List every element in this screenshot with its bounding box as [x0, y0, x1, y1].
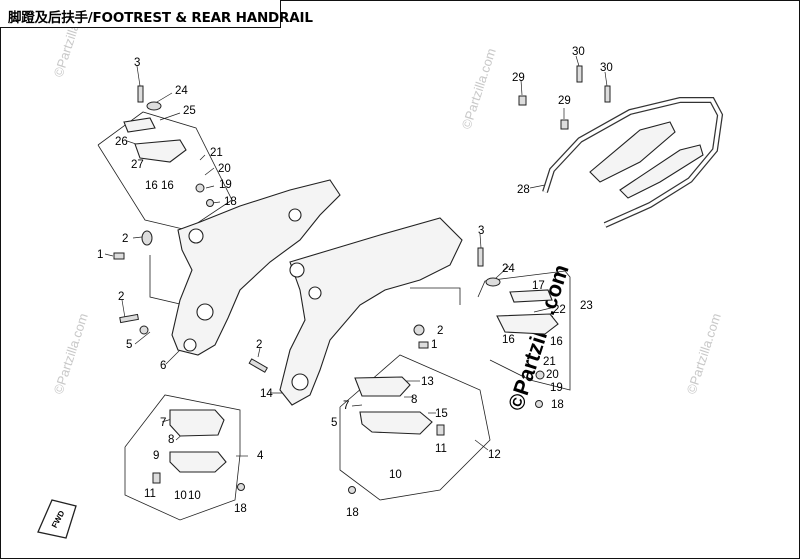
callout-21b: 21 [543, 356, 556, 368]
callout-2a: 2 [122, 233, 128, 245]
upper-left-footpeg [123, 117, 156, 133]
group-box-lower-left [124, 394, 241, 521]
callout-10a: 10 [174, 490, 187, 502]
callout-25: 25 [183, 105, 196, 117]
callout-19b: 19 [550, 382, 563, 394]
upper-left-footpeg-holder [134, 139, 187, 163]
callout-9: 9 [153, 450, 159, 462]
callout-11a: 11 [144, 488, 156, 500]
callout-2d: 2 [437, 325, 443, 337]
callout-5b: 5 [331, 417, 337, 429]
lower-left-footpeg-holder [169, 451, 227, 473]
watermark-2: ©Partzilla.com [459, 46, 499, 131]
group-boxes [97, 111, 571, 521]
watermarks: ©Partzilla.com ©Partzilla.com ©Partzilla… [51, 0, 724, 414]
callout-10b: 10 [188, 490, 201, 502]
callout-18a: 18 [224, 196, 237, 208]
callout-8a: 8 [168, 434, 174, 446]
callout-6: 6 [160, 360, 166, 372]
callout-2b: 2 [118, 291, 124, 303]
group-box-center-bracket [410, 287, 461, 305]
callout-30a: 30 [572, 46, 585, 58]
group-box-upper-left [97, 111, 233, 231]
callout-21a: 21 [210, 147, 223, 159]
callout-20a: 20 [218, 163, 231, 175]
callout-11b: 11 [435, 443, 447, 455]
fwd-arrow: FWD [37, 499, 77, 539]
right-footpeg-holder [496, 313, 559, 335]
callout-28: 28 [517, 184, 530, 196]
callout-26: 26 [115, 136, 128, 148]
watermark-4: ©Partzilla.com [684, 311, 724, 396]
callout-18d: 18 [551, 399, 564, 411]
callout-7a: 7 [160, 417, 166, 429]
callout-24b: 24 [502, 263, 515, 275]
group-box-lower-middle [339, 354, 491, 501]
callout-18c: 18 [346, 507, 359, 519]
callout-30b: 30 [600, 62, 613, 74]
callout-2c: 2 [256, 339, 262, 351]
callout-16d: 16 [550, 336, 563, 348]
parts [123, 97, 724, 473]
fasteners [113, 65, 611, 494]
callout-5a: 5 [126, 339, 132, 351]
callout-27: 27 [131, 159, 144, 171]
callout-1b: 1 [431, 339, 437, 351]
callout-29a: 29 [512, 72, 525, 84]
right-footpeg [509, 289, 553, 303]
handrail-bracket-2 [619, 144, 704, 199]
callout-1a: 1 [97, 249, 103, 261]
center-footpeg-holder [359, 411, 433, 435]
title-box: 脚蹬及后扶手/FOOTREST & REAR HANDRAIL [0, 0, 313, 28]
callout-24a: 24 [175, 85, 188, 97]
callout-3a: 3 [134, 57, 140, 69]
callout-3b: 3 [478, 225, 484, 237]
callout-14: 14 [260, 388, 273, 400]
callout-13: 13 [421, 376, 434, 388]
leader-lines [104, 55, 608, 457]
callout-29b: 29 [558, 95, 571, 107]
watermark-3: ©Partzilla.com [51, 311, 91, 396]
callout-8b: 8 [411, 394, 417, 406]
callout-12: 12 [488, 449, 501, 461]
callout-18b: 18 [234, 503, 247, 515]
page-title: 脚蹬及后扶手/FOOTREST & REAR HANDRAIL [8, 10, 313, 26]
lower-left-footpeg [169, 409, 225, 437]
handrail-bracket [589, 121, 676, 183]
callout-16b: 16 [161, 180, 174, 192]
callout-23: 23 [580, 300, 593, 312]
group-box-right [477, 270, 571, 391]
callout-10c: 10 [389, 469, 402, 481]
callout-7b: 7 [343, 400, 349, 412]
callout-16c: 16 [502, 334, 515, 346]
right-footrest-bracket [279, 217, 463, 406]
callout-19a: 19 [219, 179, 232, 191]
left-footrest-bracket [171, 179, 341, 356]
callout-15: 15 [435, 408, 448, 420]
callout-16a: 16 [145, 180, 158, 192]
center-footpeg [354, 376, 411, 397]
callout-20b: 20 [546, 369, 559, 381]
callout-22: 22 [553, 304, 566, 316]
callout-4: 4 [257, 450, 264, 462]
callout-17: 17 [532, 280, 545, 292]
